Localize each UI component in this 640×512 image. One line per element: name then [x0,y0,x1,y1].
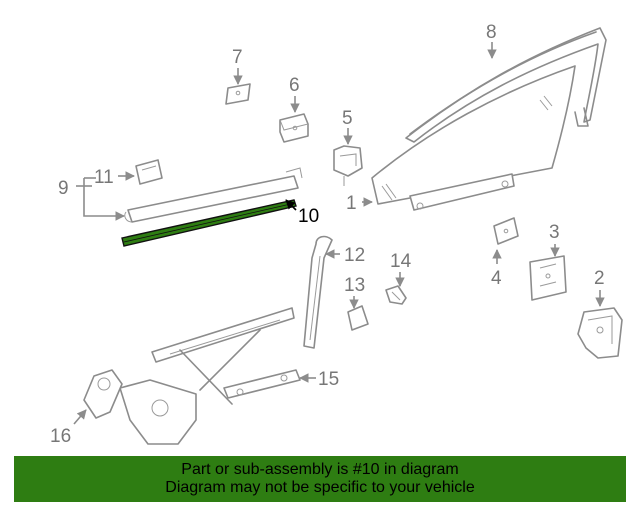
callout-2: 2 [594,268,605,307]
callout-13-label: 13 [344,275,365,296]
callout-14-label: 14 [390,251,412,272]
callout-3-label: 3 [549,222,560,243]
callout-1-label: 1 [346,193,357,214]
callout-10: 10 [285,199,319,227]
part-2-regulator-bracket [577,307,623,359]
part-1-door-glass [371,65,576,211]
callout-4-label: 4 [491,268,502,289]
callout-3: 3 [549,222,560,257]
callout-8: 8 [486,22,497,59]
part-7-clip [225,83,251,105]
part-10-weatherstrip [121,199,297,247]
part-6-pad [279,113,309,143]
callout-1: 1 [346,193,373,214]
callout-4: 4 [491,249,502,289]
parts-diagram: 1 2 3 4 5 6 7 8 9 10 11 1 [50,22,623,447]
callout-15: 15 [299,369,339,390]
part-16-regulator-motor [83,369,123,419]
callout-10-label: 10 [298,206,319,227]
callout-2-label: 2 [594,268,605,289]
banner-line-2: Diagram may not be specific to your vehi… [165,479,475,496]
callout-9-label: 9 [58,178,69,199]
banner-line-1: Part or sub-assembly is #10 in diagram [181,461,459,478]
part-3-bracket [529,255,567,301]
callout-15-label: 15 [318,369,339,390]
callout-12: 12 [325,245,365,266]
part-12-run-channel [303,235,333,349]
callout-8-label: 8 [486,22,497,43]
callout-12-label: 12 [344,245,365,266]
callout-5-label: 5 [342,108,353,129]
callout-13: 13 [344,275,365,309]
callout-16: 16 [50,409,87,447]
part-11-end-cap [135,159,163,185]
callout-6-label: 6 [289,75,300,96]
part-15-window-regulator [119,307,301,445]
callout-5: 5 [342,108,353,145]
callout-6: 6 [289,75,300,113]
callout-14: 14 [390,251,412,287]
part-4-pad [493,217,519,245]
info-banner: Part or sub-assembly is #10 in diagram D… [14,456,626,502]
callout-7: 7 [232,47,243,85]
part-8-window-frame-channel [405,27,607,143]
part-13-guide [347,305,369,331]
callout-16-label: 16 [50,426,71,447]
part-9-belt-moulding [124,167,303,223]
callout-11-label: 11 [94,167,114,188]
part-14-clip [385,285,407,305]
callout-9: 9 [58,177,125,221]
part-5-bracket [333,145,363,186]
callout-7-label: 7 [232,47,243,68]
callout-11: 11 [94,167,135,188]
